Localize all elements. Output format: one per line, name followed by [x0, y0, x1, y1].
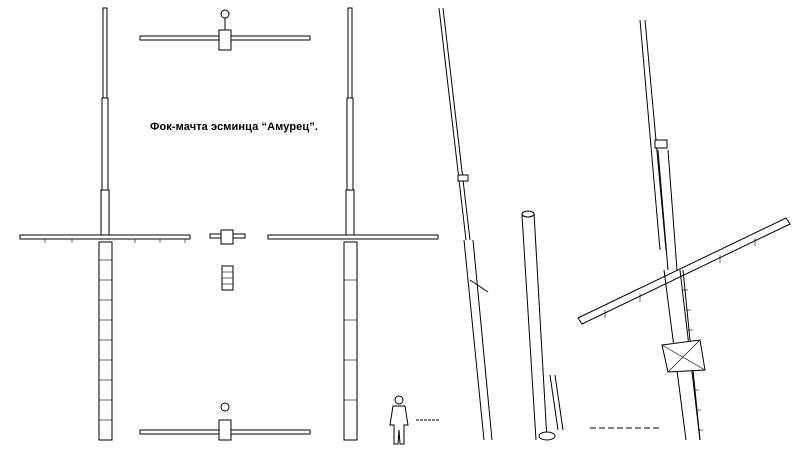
human-scale-figure	[389, 395, 440, 445]
perspective-view	[577, 19, 791, 441]
detail-pole	[521, 210, 564, 441]
drawing-title: Фок-мачта эсминца “Амурец”.	[150, 121, 318, 133]
inclined-view	[438, 7, 493, 441]
side-view	[267, 7, 439, 441]
top-view	[139, 9, 311, 441]
front-view	[19, 7, 191, 441]
